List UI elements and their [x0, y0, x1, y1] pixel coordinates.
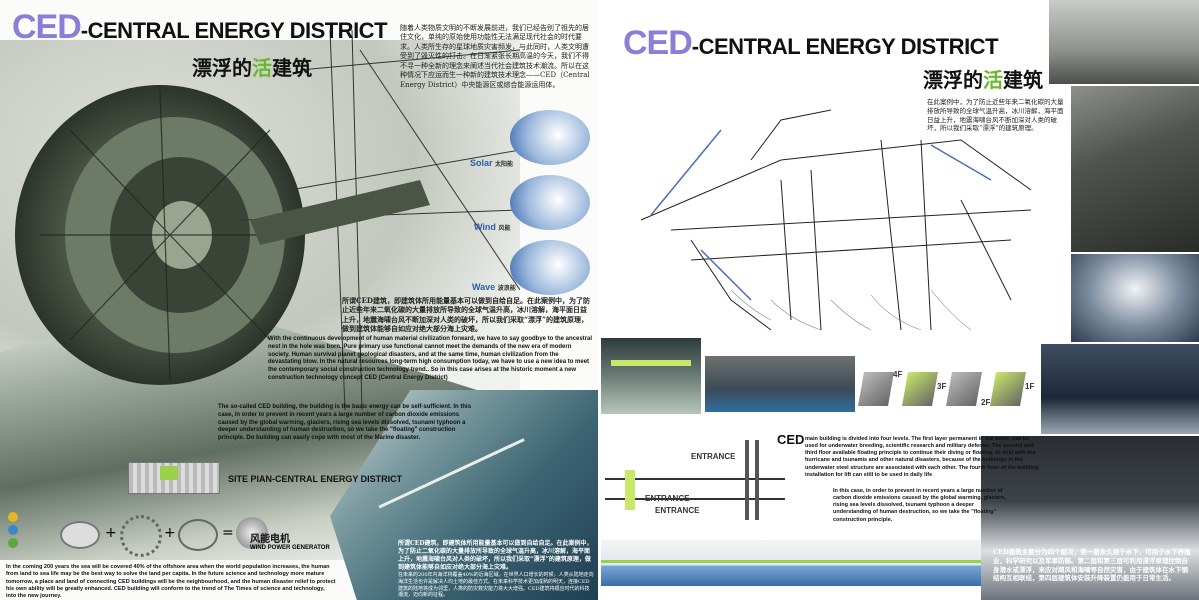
- entrance-label-1: ENTRANCE: [691, 452, 736, 461]
- generator-sequence: + + =: [60, 515, 270, 557]
- floor-block-3f: [902, 372, 938, 406]
- generator-assembled: [236, 517, 268, 549]
- paragraph-2: The so-called CED building, the building…: [218, 404, 472, 442]
- legend-icons: [8, 512, 22, 550]
- entrance-label-2: ENTRANCE: [645, 494, 690, 503]
- energy-diagrams: [500, 110, 598, 310]
- floor-block-1f: [990, 372, 1026, 406]
- subtitle-part: 漂浮的: [923, 68, 983, 92]
- render-photo-2: [705, 356, 855, 412]
- intro-text-cn: 随着人类物质文明的不断发展前进，我们已经告别了祖先的居住文化，单纯的原始使用功能…: [400, 24, 590, 89]
- floor-label-3f: 3F: [937, 382, 947, 391]
- entrance-label-3: ENTRANCE: [655, 506, 700, 515]
- board-subtitle: 漂浮的活建筑: [923, 64, 1043, 93]
- plus-icon: +: [105, 525, 117, 541]
- subtitle-part: 建筑: [1003, 68, 1043, 92]
- floor-block-4f: [858, 372, 894, 406]
- wave-diagram: [510, 240, 590, 295]
- ced-mark: CED: [777, 432, 805, 447]
- turbine-wheel-render: [15, 30, 520, 410]
- page-gutter: [598, 0, 601, 600]
- plus-icon: +: [164, 525, 176, 541]
- title-ced: CED: [623, 24, 693, 62]
- bottom-text-cn-1: 所谓CED建筑，即建筑体所用能量基本可以做到自给自足。在此案例中，为了防止二氧化…: [398, 540, 593, 572]
- solar-diagram: [510, 110, 590, 165]
- waterfall-photo: [1041, 344, 1199, 434]
- floor-label-2f: 2F: [981, 398, 991, 407]
- elevation-drawing: [601, 540, 981, 586]
- subtitle-part: 建筑: [272, 56, 312, 80]
- paragraph-1: main building is divided into four level…: [805, 436, 1039, 478]
- wind-icon: [8, 525, 18, 535]
- right-board: CED-CENTRAL ENERGY DISTRICT 漂浮的活建筑 在此案例中…: [601, 0, 1199, 600]
- equals-icon: =: [222, 525, 234, 541]
- bottom-text-en: In the coming 200 years the sea will be …: [6, 564, 336, 600]
- section-drawing: [605, 440, 795, 520]
- sun-icon: [8, 512, 18, 522]
- storm-photo: [1071, 254, 1199, 342]
- wave-label: Wave 波浪能: [472, 282, 516, 292]
- structure-sketch: [640, 109, 1032, 331]
- elevation-accent: [601, 560, 981, 563]
- wind-label: Wind 风能: [474, 222, 511, 232]
- intro-text-cn: 在此案例中，为了防止近些年来二氧化碳的大量排放所导致的全球气温升高，冰川溶解，海…: [927, 98, 1064, 133]
- floor-diagrams: [858, 364, 1051, 414]
- subtitle-highlight: 活: [983, 68, 1003, 92]
- bottom-text-cn: CED建筑主要分为四个层次，第一层永久居于水下，可用于水下养殖业，科学研究以及军…: [993, 548, 1191, 583]
- solar-label: Solar 太阳能: [470, 158, 514, 168]
- paragraph-1: With the continuous development of human…: [268, 336, 592, 381]
- board-title: CED-CENTRAL ENERGY DISTRICT: [12, 8, 388, 47]
- generator-part-1: [60, 521, 100, 549]
- title-text: -CENTRAL ENERGY DISTRICT: [80, 18, 388, 43]
- board-subtitle: 漂浮的活建筑: [192, 52, 312, 81]
- title-text: -CENTRAL ENERGY DISTRICT: [691, 34, 999, 59]
- bridge-photo: [1049, 0, 1199, 84]
- render-accent: [611, 360, 691, 366]
- floor-block-2f: [946, 372, 982, 406]
- bottom-text-cn-2: 在未来的200年内海洋将覆盖40%的近海区域，在世界人口增长的时候，人类从陆地走…: [398, 572, 594, 599]
- board-title: CED-CENTRAL ENERGY DISTRICT: [623, 24, 999, 63]
- left-board: CED-CENTRAL ENERGY DISTRICT 漂浮的活建筑 随着人类物…: [0, 0, 598, 600]
- subtitle-highlight: 活: [252, 56, 272, 80]
- wave-icon: [8, 538, 18, 548]
- site-plan-title: SITE PIAN-CENTRAL ENERGY DISTRICT: [228, 474, 403, 484]
- cliff-photo: [1071, 86, 1199, 252]
- generator-caption: 风能电机 WIND POWER GENERATOR: [250, 534, 330, 551]
- wind-diagram: [510, 175, 590, 230]
- generator-part-2: [120, 515, 162, 557]
- floor-label-4f: 4F: [893, 370, 903, 379]
- plan-accent: [160, 466, 178, 480]
- render-photo-1: [601, 338, 701, 414]
- title-ced: CED: [12, 8, 82, 46]
- paragraph-2: In this case, in order to prevent in rec…: [833, 488, 1006, 523]
- subtitle-part: 漂浮的: [192, 56, 252, 80]
- floor-label-1f: 1F: [1025, 382, 1035, 391]
- mid-text-cn: 所谓CED建筑，即建筑体所用能量基本可以做到自给自足。在此案例中，为了防止近些年…: [342, 296, 590, 334]
- iceberg-photo: [981, 436, 1199, 600]
- generator-part-3: [178, 519, 218, 551]
